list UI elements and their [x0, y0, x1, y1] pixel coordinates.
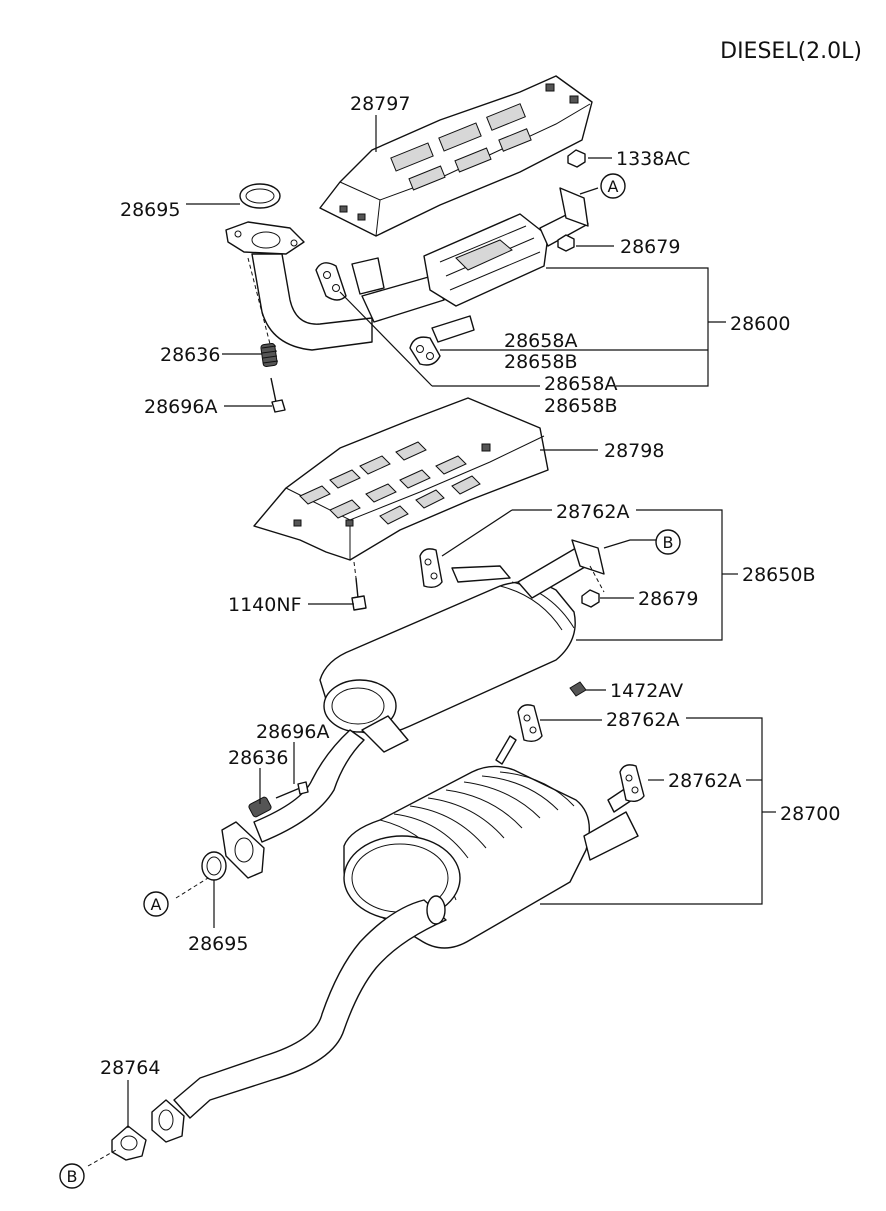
label-28658b-1: 28658B — [504, 351, 577, 373]
ref-a-top: A — [608, 177, 619, 196]
ref-circle-b-bot — [59, 1163, 85, 1189]
label-28798: 28798 — [604, 440, 664, 462]
rear-muffler-assembly — [87, 704, 645, 1167]
label-28700: 28700 — [780, 803, 840, 825]
label-28762a-2: 28762A — [606, 709, 679, 731]
heat-shield-upper — [319, 75, 593, 237]
ref-circle-a-bot — [143, 891, 169, 917]
label-28764: 28764 — [100, 1057, 160, 1079]
label-1140nf: 1140NF — [228, 594, 302, 616]
engine-type-title: DIESEL(2.0L) — [720, 39, 862, 64]
ref-a-bot: A — [151, 895, 162, 914]
ref-circle-b-top — [655, 529, 681, 555]
label-28762a-3: 28762A — [668, 770, 741, 792]
label-28762a-1: 28762A — [556, 501, 629, 523]
ref-b-bot: B — [67, 1167, 78, 1186]
ref-circle-a-top — [600, 173, 626, 199]
label-28636-top: 28636 — [160, 344, 220, 366]
label-28679-mid: 28679 — [638, 588, 698, 610]
label-28695-top: 28695 — [120, 199, 180, 221]
label-28696a-top: 28696A — [144, 396, 217, 418]
heat-shield-lower — [253, 397, 549, 561]
ref-b-top: B — [663, 533, 674, 552]
label-28658a-1: 28658A — [504, 330, 577, 352]
label-1338ac: 1338AC — [616, 148, 690, 170]
label-28636-mid: 28636 — [228, 747, 288, 769]
label-28650b: 28650B — [742, 564, 815, 586]
label-28658b-2: 28658B — [544, 395, 617, 417]
leader-lines — [127, 115, 776, 1128]
label-28658a-2: 28658A — [544, 373, 617, 395]
label-28695-bot: 28695 — [188, 933, 248, 955]
label-28679-top: 28679 — [620, 236, 680, 258]
part-labels: 28797 1338AC 28695 28679 28600 28636 286… — [100, 93, 840, 1079]
front-pipe-assembly — [225, 149, 589, 413]
label-28600: 28600 — [730, 313, 790, 335]
reference-markers: A B A B — [59, 173, 681, 1189]
label-1472av: 1472AV — [610, 680, 683, 702]
label-28797: 28797 — [350, 93, 410, 115]
center-muffler-assembly — [175, 539, 605, 899]
label-28696a-mid: 28696A — [256, 721, 329, 743]
